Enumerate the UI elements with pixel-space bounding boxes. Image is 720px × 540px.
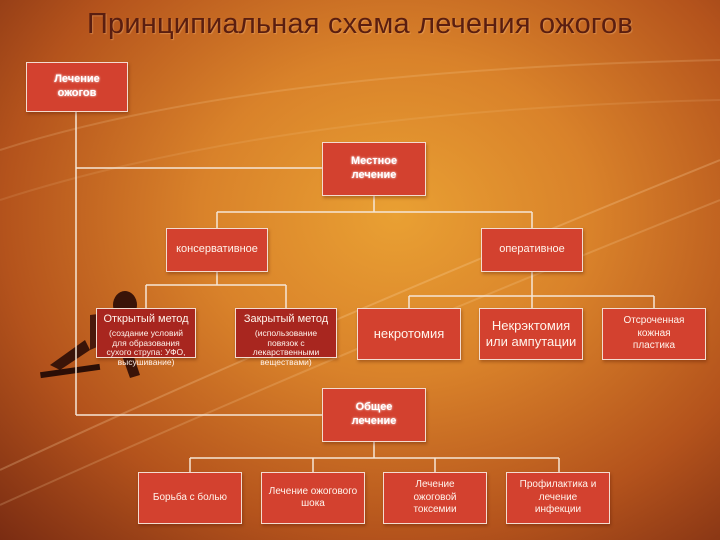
node-closed-method: Закрытый метод (использование повязок с … [235, 308, 337, 367]
node-toxemia-treatment: Лечение ожоговой токсемии [383, 472, 487, 524]
node-necrectomy: Некрэктомия или ампутации [479, 308, 583, 360]
open-method-title: Открытый метод [103, 313, 189, 325]
node-general-treatment: Общее лечение [322, 388, 426, 442]
page-title: Принципиальная схема лечения ожогов [87, 8, 633, 40]
node-local-treatment: Местное лечение [322, 142, 426, 196]
open-method-note: (создание условий для образования сухого… [106, 327, 186, 368]
node-operative: оперативное [481, 228, 583, 272]
node-burn-treatment: Лечение ожогов [26, 62, 128, 112]
node-open-method: Открытый метод (создание условий для обр… [96, 308, 196, 367]
node-infection-treatment: Профилактика и лечение инфекции [506, 472, 610, 524]
node-skin-plasty: Отсроченная кожная пластика [602, 308, 706, 360]
node-pain-control: Борьба с болью [138, 472, 242, 524]
node-shock-treatment: Лечение ожогового шока [261, 472, 365, 524]
closed-method-title: Закрытый метод [243, 313, 329, 325]
node-conservative: консервативное [166, 228, 268, 272]
closed-method-note: (использование повязок с лекарственными … [252, 327, 320, 368]
node-necrotomy: некротомия [357, 308, 461, 360]
